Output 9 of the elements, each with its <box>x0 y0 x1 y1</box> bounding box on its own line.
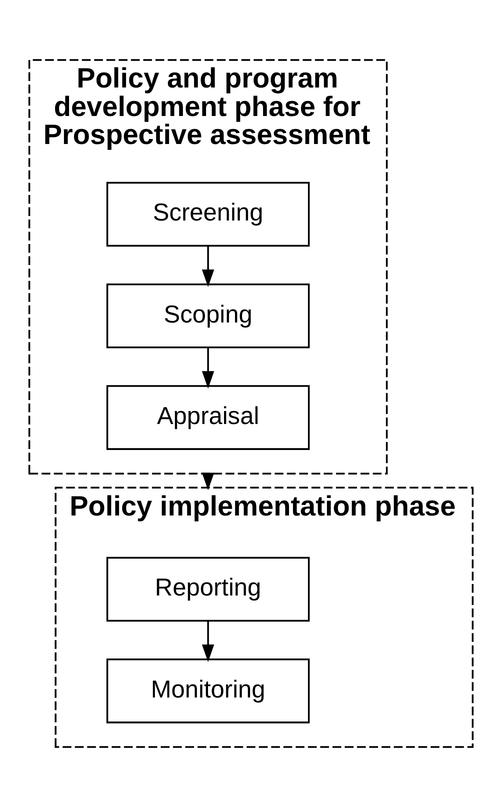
node-box: Scoping <box>106 283 310 348</box>
node-box: Monitoring <box>106 658 310 724</box>
arrow <box>202 472 214 490</box>
arrow <box>202 621 214 662</box>
node-box: Reporting <box>106 556 310 622</box>
node-box: Screening <box>106 182 310 247</box>
arrow <box>202 348 214 389</box>
arrow <box>202 246 214 287</box>
node-box: Appraisal <box>106 385 310 450</box>
